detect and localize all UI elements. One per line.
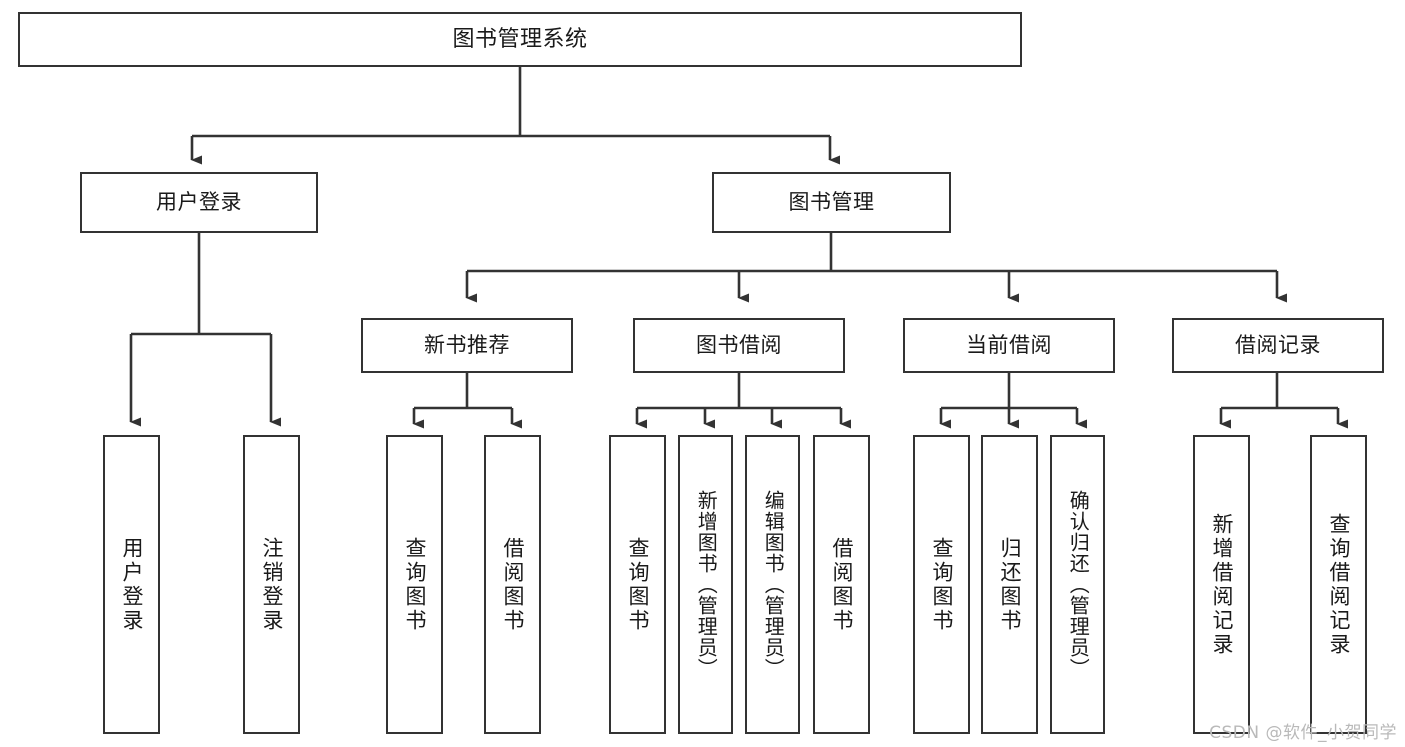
leaf-user-login-logout[interactable]: 注销登录 <box>243 435 300 734</box>
node-label: 借阅图书 <box>829 536 854 633</box>
node-label: 查询借阅记录 <box>1326 512 1351 657</box>
node-label: 图书管理系统 <box>452 26 588 52</box>
node-label: 用户登录 <box>156 190 242 215</box>
watermark-text: CSDN @软件_小贺同学 <box>1209 723 1397 743</box>
node-label: 新书推荐 <box>424 333 510 358</box>
leaf-current-return-book[interactable]: 归还图书 <box>981 435 1038 734</box>
node-borrow-record[interactable]: 借阅记录 <box>1172 318 1384 373</box>
leaf-new-book-borrow[interactable]: 借阅图书 <box>484 435 541 734</box>
node-label: 借阅图书 <box>500 536 525 633</box>
node-current-borrow[interactable]: 当前借阅 <box>903 318 1115 373</box>
node-root-system[interactable]: 图书管理系统 <box>18 12 1022 67</box>
node-label: 当前借阅 <box>966 333 1052 358</box>
leaf-new-book-query[interactable]: 查询图书 <box>386 435 443 734</box>
leaf-borrow-query-book[interactable]: 查询图书 <box>609 435 666 734</box>
node-label: 新增图书（管理员） <box>694 490 719 679</box>
leaf-record-query-record[interactable]: 查询借阅记录 <box>1310 435 1367 734</box>
node-label: 新增借阅记录 <box>1209 512 1234 657</box>
node-label: 图书管理 <box>788 190 875 215</box>
node-new-book-recommend[interactable]: 新书推荐 <box>361 318 573 373</box>
node-label: 注销登录 <box>259 536 284 633</box>
node-label: 确认归还（管理员） <box>1066 490 1091 679</box>
node-user-login[interactable]: 用户登录 <box>80 172 318 233</box>
leaf-borrow-add-book-admin[interactable]: 新增图书（管理员） <box>678 435 733 734</box>
leaf-borrow-edit-book-admin[interactable]: 编辑图书（管理员） <box>745 435 800 734</box>
node-book-borrow[interactable]: 图书借阅 <box>633 318 845 373</box>
leaf-borrow-borrow-book[interactable]: 借阅图书 <box>813 435 870 734</box>
leaf-current-query-book[interactable]: 查询图书 <box>913 435 970 734</box>
leaf-user-login-login[interactable]: 用户登录 <box>103 435 160 734</box>
node-label: 归还图书 <box>997 536 1022 633</box>
node-label: 编辑图书（管理员） <box>761 490 786 679</box>
node-label: 用户登录 <box>119 536 144 633</box>
leaf-record-add-record[interactable]: 新增借阅记录 <box>1193 435 1250 734</box>
node-label: 图书借阅 <box>696 333 782 358</box>
node-label: 查询图书 <box>625 536 650 633</box>
node-book-management[interactable]: 图书管理 <box>712 172 951 233</box>
leaf-current-confirm-return-admin[interactable]: 确认归还（管理员） <box>1050 435 1105 734</box>
node-label: 借阅记录 <box>1235 333 1321 358</box>
node-label: 查询图书 <box>402 536 427 633</box>
node-label: 查询图书 <box>929 536 954 633</box>
